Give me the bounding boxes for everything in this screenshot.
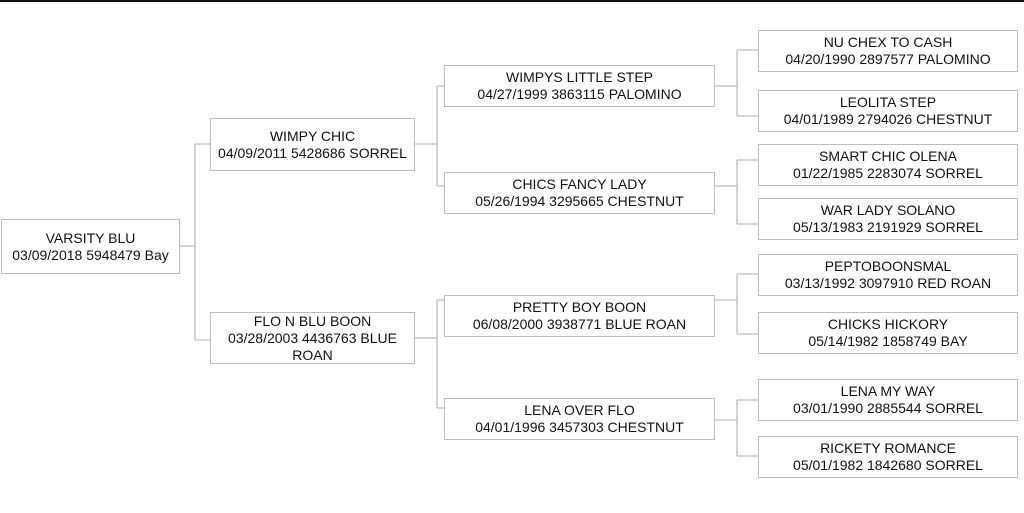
top-rule (0, 0, 1024, 2)
great-grandparent-card-8: RICKETY ROMANCE 05/01/1982 1842680 SORRE… (758, 436, 1018, 478)
horse-name: WIMPY CHIC (269, 127, 356, 144)
horse-name: FLO N BLU BOON (253, 312, 372, 329)
horse-name: PEPTOBOONSMAL (824, 258, 952, 274)
horse-name: LEOLITA STEP (839, 94, 937, 110)
sire-card: WIMPY CHIC 04/09/2011 5428686 SORREL (210, 118, 415, 171)
horse-name: CHICS FANCY LADY (512, 176, 647, 192)
horse-info: 04/20/1990 2897577 PALOMINO (785, 51, 991, 67)
great-grandparent-card-4: WAR LADY SOLANO 05/13/1983 2191929 SORRE… (758, 198, 1018, 240)
horse-info: 05/01/1982 1842680 SORREL (793, 457, 983, 473)
horse-info: 04/27/1999 3863115 PALOMINO (477, 86, 682, 102)
dam-sire-card: PRETTY BOY BOON 06/08/2000 3938771 BLUE … (444, 295, 715, 337)
horse-info: 04/09/2011 5428686 SORREL (218, 144, 407, 161)
great-grandparent-card-6: CHICKS HICKORY 05/14/1982 1858749 BAY (758, 312, 1018, 354)
great-grandparent-card-5: PEPTOBOONSMAL 03/13/1992 3097910 RED ROA… (758, 254, 1018, 296)
great-grandparent-card-7: LENA MY WAY 03/01/1990 2885544 SORREL (758, 379, 1018, 421)
horse-name: RICKETY ROMANCE (820, 440, 956, 456)
horse-name: LENA OVER FLO (524, 402, 635, 418)
horse-info: 05/14/1982 1858749 BAY (808, 333, 968, 349)
horse-name: LENA MY WAY (840, 383, 936, 399)
dam-dam-card: LENA OVER FLO 04/01/1996 3457303 CHESTNU… (444, 398, 715, 440)
horse-info: 05/26/1994 3295665 CHESTNUT (475, 193, 684, 209)
horse-info: 03/13/1992 3097910 RED ROAN (784, 275, 992, 291)
horse-name: SMART CHIC OLENA (819, 148, 957, 164)
subject-horse-card: VARSITY BLU 03/09/2018 5948479 Bay (1, 219, 180, 274)
horse-info: 03/09/2018 5948479 Bay (12, 246, 169, 263)
sire-sire-card: WIMPYS LITTLE STEP 04/27/1999 3863115 PA… (444, 65, 715, 107)
horse-name: CHICKS HICKORY (827, 316, 949, 332)
horse-name: VARSITY BLU (45, 229, 136, 246)
horse-info: 06/08/2000 3938771 BLUE ROAN (472, 316, 687, 332)
horse-name: WAR LADY SOLANO (820, 202, 956, 218)
great-grandparent-card-1: NU CHEX TO CASH 04/20/1990 2897577 PALOM… (758, 30, 1018, 72)
horse-info: 03/01/1990 2885544 SORREL (793, 400, 983, 416)
horse-info: 04/01/1996 3457303 CHESTNUT (475, 419, 684, 435)
horse-name: NU CHEX TO CASH (823, 34, 953, 50)
horse-info: 01/22/1985 2283074 SORREL (793, 165, 983, 181)
great-grandparent-card-3: SMART CHIC OLENA 01/22/1985 2283074 SORR… (758, 144, 1018, 186)
great-grandparent-card-2: LEOLITA STEP 04/01/1989 2794026 CHESTNUT (758, 90, 1018, 132)
sire-dam-card: CHICS FANCY LADY 05/26/1994 3295665 CHES… (444, 172, 715, 214)
horse-info: 03/28/2003 4436763 BLUE ROAN (228, 329, 397, 363)
dam-card: FLO N BLU BOON 03/28/2003 4436763 BLUE R… (210, 312, 415, 364)
horse-name: WIMPYS LITTLE STEP (505, 69, 654, 85)
horse-name: PRETTY BOY BOON (512, 299, 647, 315)
horse-info: 04/01/1989 2794026 CHESTNUT (783, 111, 993, 127)
horse-info: 05/13/1983 2191929 SORREL (793, 219, 983, 235)
